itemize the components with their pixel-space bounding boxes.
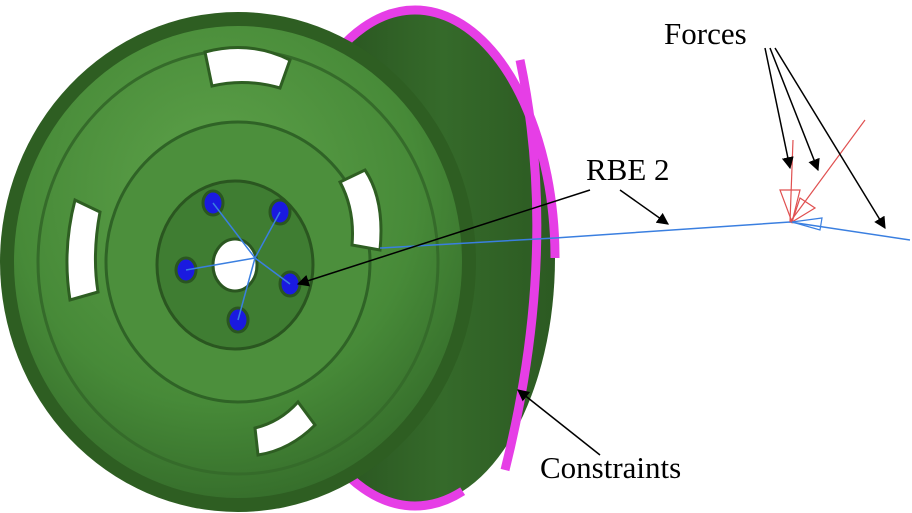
rbe2-element (379, 221, 911, 249)
force-vector-1 (789, 139, 794, 223)
wheel-face (0, 12, 476, 512)
center-bore (211, 237, 259, 293)
forces-label: Forces (664, 16, 747, 51)
rbe2-arrow-line (619, 189, 669, 225)
force-cone-1 (779, 189, 801, 225)
forces-arrow-3 (774, 47, 886, 230)
vent-slot-top (203, 46, 292, 90)
vent-slot-right (337, 168, 383, 252)
force-symbols (779, 119, 866, 231)
vent-slot-left (65, 197, 102, 302)
rbe2-label: RBE 2 (586, 152, 670, 187)
annotation-arrows (296, 47, 886, 456)
vent-slots (65, 46, 383, 457)
forces-arrow-2 (769, 47, 820, 172)
constraint-edge (500, 59, 542, 472)
constraints-label: Constraints (540, 450, 681, 485)
forces-arrow-1 (764, 47, 794, 170)
rbe2-line (379, 221, 911, 249)
rbe-spider (185, 202, 291, 321)
force-cone-2 (790, 197, 817, 224)
force-vector-2 (789, 119, 866, 223)
force-cone-3 (791, 217, 823, 231)
vent-slot-bottom (253, 399, 317, 457)
rbe2-arrow-hub (296, 189, 591, 287)
constraints-arrow (517, 389, 601, 456)
